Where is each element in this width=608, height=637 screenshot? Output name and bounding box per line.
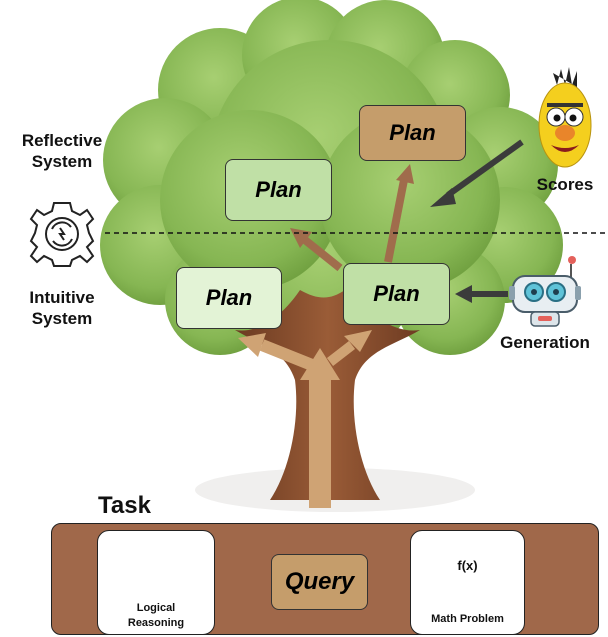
logical-line-2: Reasoning bbox=[127, 616, 185, 629]
generation-label: Generation bbox=[500, 333, 590, 352]
growth-arrows bbox=[238, 330, 372, 508]
plan-box-lower-left: Plan bbox=[176, 267, 282, 329]
bert-puppet-icon bbox=[538, 67, 592, 168]
plan-box-lower-right: Plan bbox=[343, 263, 450, 325]
plan-label: Plan bbox=[205, 285, 253, 310]
logical-reasoning-label: Logical Reasoning bbox=[98, 601, 214, 631]
plan-box-top: Plan bbox=[359, 105, 466, 161]
reflective-line-2: System bbox=[31, 152, 93, 172]
plan-box-upper-left: Plan bbox=[225, 159, 332, 221]
formula-glyph: f(x) bbox=[457, 558, 478, 573]
math-problem-label: Math Problem bbox=[431, 613, 504, 625]
intuitive-line-2: System bbox=[31, 309, 93, 329]
intuitive-line-1: Intuitive bbox=[29, 288, 95, 307]
plan-label: Plan bbox=[255, 177, 302, 202]
gear-sync-icon bbox=[29, 202, 95, 267]
logical-reasoning-card: Logical Reasoning bbox=[97, 530, 215, 635]
logical-line-1: Logical bbox=[136, 602, 176, 614]
plan-label: Plan bbox=[373, 281, 420, 306]
math-problem-card: f(x) Math Problem bbox=[410, 530, 525, 635]
reflective-system-label: Reflective System bbox=[0, 130, 124, 173]
task-bar: Logical Reasoning Query f(x) Math Proble… bbox=[51, 523, 599, 635]
query-label: Query bbox=[284, 568, 355, 595]
reflective-line-1: Reflective bbox=[21, 131, 103, 150]
intuitive-system-label: Intuitive System bbox=[0, 287, 124, 330]
query-box: Query bbox=[271, 554, 368, 610]
scores-label: Scores bbox=[536, 175, 594, 194]
feedback-arrows bbox=[430, 139, 524, 303]
robot-icon bbox=[509, 256, 581, 327]
plan-label: Plan bbox=[389, 120, 436, 145]
task-heading: Task bbox=[98, 492, 151, 519]
